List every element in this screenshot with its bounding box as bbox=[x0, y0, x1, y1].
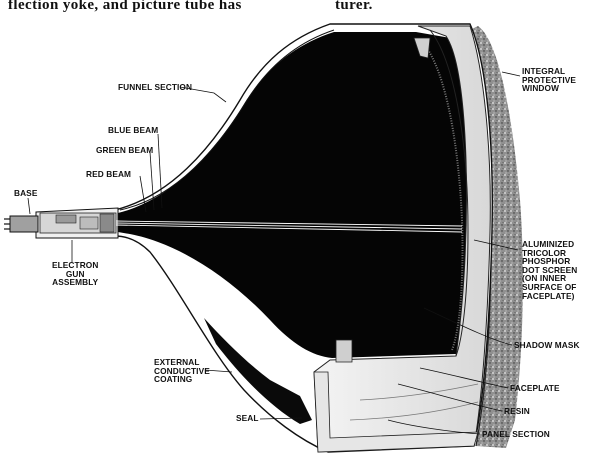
panel-bottom bbox=[313, 371, 479, 453]
lower-panel-shadow bbox=[204, 318, 312, 424]
beam-red bbox=[115, 224, 463, 233]
top-text-right: turer. bbox=[335, 0, 373, 13]
shadow-mask-line bbox=[419, 39, 464, 351]
label-blue-beam: BLUE BEAM bbox=[108, 125, 159, 135]
label-funnel-section: FUNNEL SECTION bbox=[118, 82, 193, 92]
tube-interior bbox=[118, 32, 469, 358]
protective-window-edge bbox=[470, 26, 523, 448]
tube-base bbox=[9, 215, 39, 233]
label-resin: RESIN bbox=[504, 406, 530, 416]
label-electron-gun-assembly: ELECTRON GUN ASSEMBLY bbox=[52, 260, 99, 288]
mask-bracket-bottom bbox=[335, 339, 353, 363]
label-base: BASE bbox=[14, 188, 38, 198]
mask-bracket-top bbox=[413, 37, 431, 59]
label-seal: SEAL bbox=[236, 413, 259, 423]
label-aluminized-tricolor-phosphor-dot-screen: ALUMINIZED TRICOLOR PHOSPHOR DOT SCREEN … bbox=[522, 239, 578, 301]
beam-blue bbox=[115, 220, 463, 227]
label-integral-protective-window: INTEGRAL PROTECTIVE WINDOW bbox=[522, 66, 577, 94]
page-top-text: flection yoke, and picture tube has ture… bbox=[8, 0, 608, 17]
label-faceplate: FACEPLATE bbox=[510, 383, 560, 393]
beam-green bbox=[115, 222, 463, 230]
label-external-conductive-coating: EXTERNAL CONDUCTIVE COATING bbox=[154, 357, 210, 385]
label-red-beam: RED BEAM bbox=[86, 169, 132, 179]
label-panel-section: PANEL SECTION bbox=[482, 429, 550, 439]
leader-lines bbox=[27, 71, 521, 435]
top-text-left: flection yoke, and picture tube has bbox=[8, 0, 242, 13]
label-green-beam: GREEN BEAM bbox=[96, 145, 154, 155]
label-shadow-mask: SHADOW MASK bbox=[514, 340, 580, 350]
